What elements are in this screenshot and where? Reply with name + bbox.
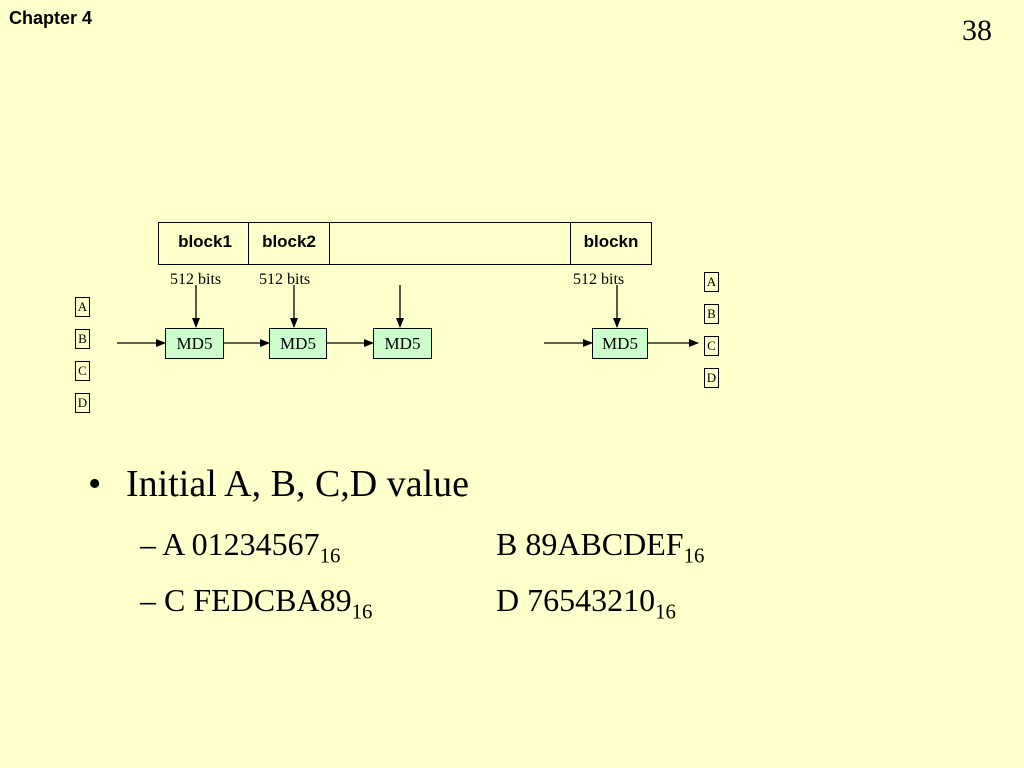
md5-box-n: MD5 (592, 328, 648, 359)
bits-label-2: 512 bits (259, 271, 311, 288)
block-2: block2 (262, 232, 316, 251)
dash: – (140, 526, 156, 562)
input-register-a: A (75, 297, 90, 317)
block-divider (248, 223, 249, 264)
bullet-dot: • (88, 463, 102, 505)
value-b: B 89ABCDEF16 (496, 526, 704, 566)
input-register-c: C (75, 361, 90, 381)
value-b-base: 16 (683, 544, 705, 568)
input-register-b: B (75, 329, 90, 349)
chapter-title: Chapter 4 (9, 8, 93, 28)
block-1: block1 (178, 232, 232, 251)
value-b-label: B 89ABCDEF (496, 526, 684, 562)
message-blocks-bar: block1 block2 blockn (158, 222, 652, 265)
md5-box-2: MD5 (269, 328, 327, 359)
md5-box-1: MD5 (165, 328, 224, 359)
bits-label-1: 512 bits (170, 271, 222, 288)
bullet-main: • Initial A, B, C,D value (88, 462, 469, 506)
block-divider (329, 223, 330, 264)
value-a-base: 16 (319, 544, 341, 568)
page-number: 38 (962, 14, 992, 47)
md5-box-3: MD5 (373, 328, 432, 359)
value-a-label: A 01234567 (162, 526, 320, 562)
value-c: – C FEDCBA8916 (140, 582, 372, 622)
block-n: blockn (583, 232, 639, 251)
value-d-label: D 76543210 (496, 582, 656, 618)
output-register-a: A (704, 272, 719, 292)
value-c-label: C FEDCBA89 (164, 582, 352, 618)
value-c-base: 16 (351, 600, 373, 624)
dash: – (140, 582, 156, 618)
value-a: – A 0123456716 (140, 526, 340, 566)
value-d: D 7654321016 (496, 582, 676, 622)
bits-label-n: 512 bits (573, 271, 625, 288)
block-divider (570, 223, 571, 264)
output-register-b: B (704, 304, 719, 324)
output-register-c: C (704, 336, 719, 356)
output-register-d: D (704, 368, 719, 388)
value-d-base: 16 (655, 600, 676, 624)
bullet-main-text: Initial A, B, C,D value (126, 463, 470, 505)
input-register-d: D (75, 393, 90, 413)
